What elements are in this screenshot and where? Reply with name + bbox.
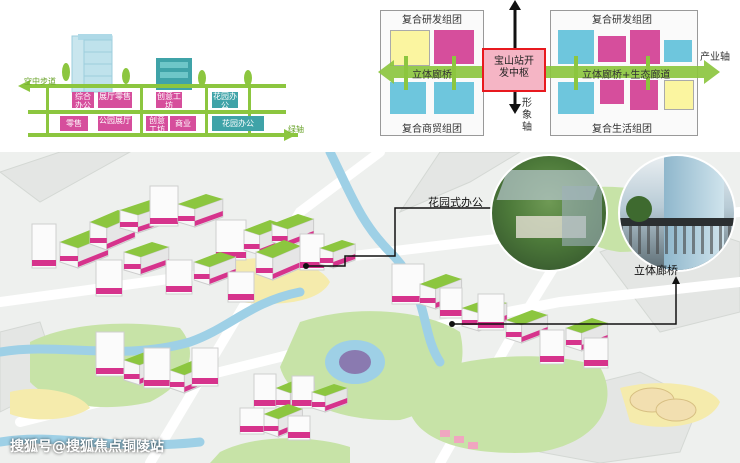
tower-band	[440, 310, 462, 316]
building-shape	[333, 254, 356, 267]
tower-band	[584, 360, 608, 366]
building-shape	[312, 384, 348, 396]
tower-band	[300, 262, 324, 268]
right-corridor-label: 立体廊桥+生态廊道	[582, 70, 671, 81]
building-shape	[506, 332, 522, 337]
tower-band	[166, 286, 192, 292]
tower-band	[96, 368, 124, 374]
watermark: 搜狐号@搜狐焦点铜陵站	[10, 439, 164, 455]
tower-band	[240, 426, 264, 432]
building-shape	[170, 382, 185, 387]
building-shape	[244, 244, 260, 249]
building-shape	[90, 238, 107, 243]
building-shape	[272, 262, 301, 279]
lower-label-4: 商业	[175, 119, 191, 128]
tower-band	[216, 252, 246, 258]
masterplan-aerial: 花园式办公 立体廊桥 搜狐号@搜狐焦点铜陵站	[0, 152, 740, 463]
building-shape	[420, 298, 436, 303]
lower-label-1: 零售	[66, 119, 82, 128]
section-diagram: 空中步道 绿轴 综合办公 展厅零售 创意工坊 花园办公 零售 公园展厅 创意工坊…	[0, 0, 320, 150]
building-shape	[320, 258, 334, 263]
building-shape	[320, 240, 356, 252]
building-shape	[420, 274, 462, 289]
tower-band	[478, 322, 504, 328]
block-magenta-br1	[600, 80, 624, 104]
lower-label-3: 创意工坊	[149, 116, 165, 134]
building-shape	[194, 211, 223, 226]
building-shape	[276, 400, 291, 405]
block-magenta-tr2	[630, 30, 660, 64]
top-left-group-title: 复合研发组团	[402, 15, 462, 26]
building-shape	[124, 374, 140, 379]
concept-diagram: 复合研发组团 复合研发组团 复合商贸组团 复合生活组团 立体廊桥 立体廊桥+生态…	[378, 0, 740, 150]
lower-label-5: 花园办公	[222, 119, 254, 128]
industry-axis-arrow	[378, 0, 720, 114]
left-axis-label: 空中步道	[24, 77, 56, 86]
bottom-right-group-title: 复合生活组团	[592, 124, 652, 135]
block-yellow-br	[664, 80, 694, 110]
building-shape	[272, 214, 314, 229]
building-shape	[60, 256, 78, 261]
bridge-callout: 立体廊桥	[634, 264, 678, 277]
upper-label-2: 展厅零售	[99, 92, 131, 101]
building-shape	[325, 398, 348, 411]
left-corridor-label: 立体廊桥	[412, 70, 452, 81]
garden-office-callout: 花园式办公	[428, 196, 483, 209]
tower-band	[150, 218, 178, 224]
building-shape	[178, 194, 223, 209]
tower-band	[288, 432, 310, 438]
bottom-left-group-title: 复合商贸组团	[402, 124, 462, 135]
building-shape	[194, 252, 236, 267]
industry-axis-label: 产业轴	[700, 52, 730, 63]
vertical-axis-label: 形象轴	[522, 98, 532, 133]
tower-band	[540, 356, 564, 362]
building-shape	[256, 268, 273, 273]
section-buildings-svg	[18, 34, 298, 141]
building-shape	[124, 264, 141, 269]
tower-band	[392, 296, 424, 302]
building-shape	[566, 340, 582, 345]
upper-label-4: 花园办公	[213, 92, 237, 110]
building-shape	[124, 242, 169, 257]
building-shape	[120, 222, 138, 227]
lower-label-2: 公园展厅	[99, 116, 131, 125]
tower-band	[144, 380, 170, 386]
upper-label-3: 创意工坊	[157, 92, 181, 110]
building-shape	[264, 404, 303, 419]
building-shape	[256, 240, 301, 258]
tower-band	[228, 294, 254, 300]
top-right-group-title: 复合研发组团	[592, 15, 652, 26]
block-yellow-tl	[390, 30, 430, 66]
block-magenta-tr1	[598, 36, 626, 62]
tower-band	[292, 400, 314, 406]
building-shape	[78, 250, 108, 267]
building-shape	[312, 402, 326, 407]
right-axis-label: 绿轴	[288, 125, 304, 134]
tower-band	[254, 400, 276, 406]
garden-office-photo	[490, 154, 608, 272]
masterplan-svg	[0, 152, 740, 463]
upper-label-1: 综合办公	[75, 92, 91, 110]
building-shape	[506, 310, 548, 325]
tower-band	[96, 288, 122, 294]
block-magenta-br2	[630, 80, 658, 110]
building-shape	[178, 216, 195, 221]
center-hub-box	[482, 48, 546, 92]
tower-band	[32, 260, 56, 266]
building-shape	[462, 320, 479, 325]
block-cyan-tr2	[664, 40, 692, 62]
center-hub-label: 宝山站开发中枢	[494, 56, 534, 79]
building-shape	[566, 318, 608, 333]
tower-band	[192, 378, 218, 384]
building-shape	[272, 236, 288, 241]
bridge-photo	[618, 154, 736, 272]
building-shape	[264, 426, 279, 431]
building-shape	[194, 274, 210, 279]
building-shape	[106, 232, 135, 249]
building-shape	[140, 259, 169, 274]
